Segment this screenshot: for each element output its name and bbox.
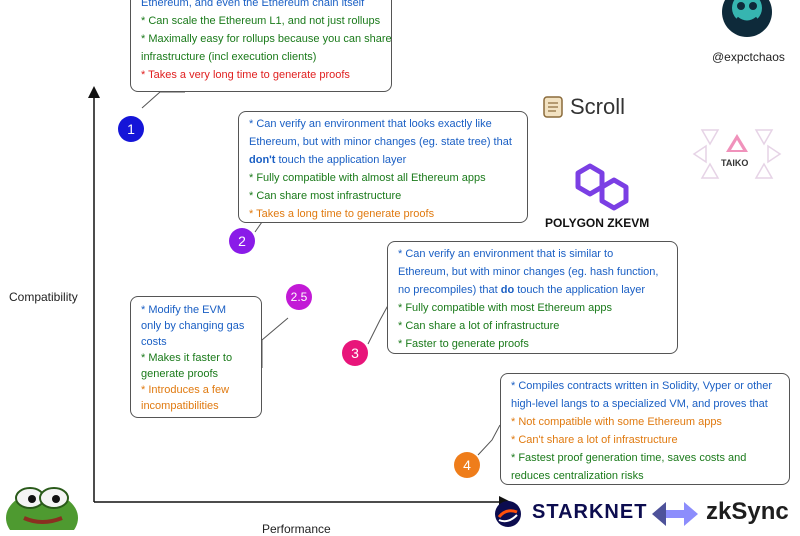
level-2-5-line: generate proofs [141, 368, 219, 380]
emphasis: don't [249, 154, 276, 166]
level-3-line: no precompiles) that do touch the applic… [398, 281, 667, 299]
level-4-line: * Can't share a lot of infrastructure [511, 434, 678, 446]
level-3-bubble: * Can verify an environment that is simi… [387, 241, 678, 354]
level-1-bubble: Ethereum, and even the Ethereum chain it… [130, 0, 392, 92]
taiko-logo-text: TAIKO [721, 158, 749, 168]
bubble-2-5-tail [261, 317, 289, 368]
starknet-text-net: NET [604, 501, 648, 523]
level-3-line: * Can share a lot of infrastructure [398, 320, 560, 332]
level-1-line: * Can scale the Ethereum L1, and not jus… [141, 15, 381, 27]
level-3-line: * Faster to generate proofs [398, 338, 529, 350]
level-2-bubble: * Can verify an environment that looks e… [238, 111, 528, 223]
level-1-line: Ethereum, and even the Ethereum chain it… [141, 0, 365, 9]
bubble-2-tail [254, 221, 268, 233]
level-3-line: Ethereum, but with minor changes (eg. ha… [398, 266, 659, 278]
level-2-5-line: only by changing gas [141, 320, 245, 332]
pepe-frog-icon [6, 487, 78, 530]
polygon-logo-text: POLYGON ZKEVM [545, 216, 650, 230]
level-1-badge: 1 [118, 116, 144, 142]
level-3-line-end: touch the application layer [514, 284, 646, 296]
level-2-5-bubble: * Modify the EVM only by changing gas co… [130, 296, 262, 418]
level-3-line: * Can verify an environment that is simi… [398, 248, 614, 260]
level-2-line-rest: touch the application layer [275, 154, 407, 166]
level-2-5-line: costs [141, 336, 167, 348]
level-2-line: * Can share most infrastructure [249, 190, 402, 202]
level-2-5-line: * Modify the EVM [141, 304, 226, 316]
author-handle: @expctchaos [712, 50, 785, 64]
zksync-logo-icon [652, 502, 698, 526]
taiko-logo-icon [692, 129, 782, 179]
scroll-logo-icon [543, 96, 563, 118]
level-4-line: * Fastest proof generation time, saves c… [511, 452, 747, 464]
level-2-line: * Fully compatible with almost all Ether… [249, 172, 486, 184]
polygon-logo-icon [575, 163, 629, 211]
level-2-5-badge: 2.5 [286, 284, 312, 310]
level-2-badge: 2 [229, 228, 255, 254]
bubble-1-tail [141, 91, 185, 109]
level-2-5-line: incompatibilities [141, 400, 219, 412]
level-2-line: Ethereum, but with minor changes (eg. st… [249, 136, 512, 148]
starknet-logo-text: STARKNET [532, 501, 647, 524]
level-3-line: * Fully compatible with most Ethereum ap… [398, 302, 612, 314]
level-2-line: * Takes a long time to generate proofs [249, 208, 435, 220]
starknet-text-stark: STARK [532, 501, 605, 523]
level-4-line: * Not compatible with some Ethereum apps [511, 416, 722, 428]
level-3-badge: 3 [342, 340, 368, 366]
level-2-line: don't touch the application layer [249, 151, 517, 169]
starknet-logo-icon [495, 501, 521, 527]
level-4-line: * Compiles contracts written in Solidity… [511, 380, 773, 392]
level-1-line: infrastructure (incl execution clients) [141, 51, 317, 63]
zksync-logo-text: zkSync [706, 498, 789, 525]
level-2-5-line: * Makes it faster to [141, 352, 233, 364]
level-1-line: * Takes a very long time to generate pro… [141, 69, 350, 81]
level-2-line: * Can verify an environment that looks e… [249, 118, 492, 130]
emphasis: do [500, 284, 515, 296]
level-3-line-start: no precompiles) that [398, 284, 501, 296]
author-avatar [722, 0, 772, 37]
scroll-logo-text: Scroll [570, 94, 626, 119]
level-4-bubble: * Compiles contracts written in Solidity… [500, 373, 790, 485]
level-2-5-line: * Introduces a few [141, 384, 230, 396]
level-4-badge: 4 [454, 452, 480, 478]
level-4-line: reduces centralization risks [511, 470, 644, 482]
bubble-4-tail [477, 424, 501, 456]
x-axis-label: Performance [262, 522, 331, 536]
level-1-line: * Maximally easy for rollups because you… [141, 33, 392, 45]
y-axis-label: Compatibility [9, 290, 78, 304]
level-4-line: high-level langs to a specialized VM, an… [511, 398, 768, 410]
